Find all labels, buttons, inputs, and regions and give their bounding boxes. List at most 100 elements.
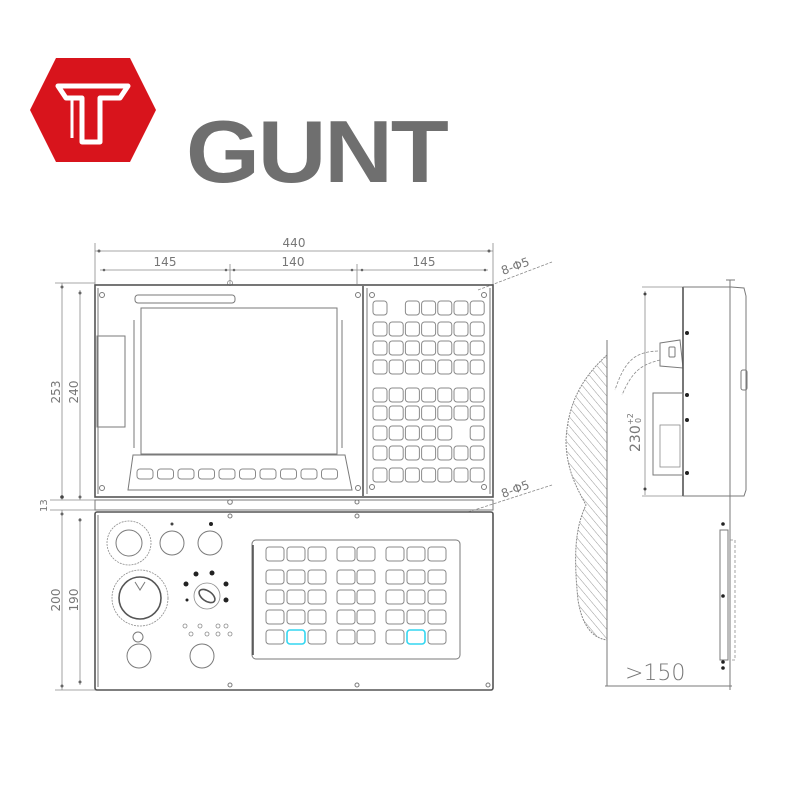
keypad-key (404, 321, 420, 337)
keypad-key (427, 629, 447, 645)
keypad-key (388, 467, 404, 483)
softkey-row (136, 468, 338, 480)
dim-depth: 230 +2 0 (626, 413, 644, 452)
keypad-key (453, 300, 469, 316)
keypad-key (286, 569, 306, 585)
cable (614, 350, 659, 391)
keypad-key (437, 359, 453, 375)
machine-keypad-frame (251, 539, 461, 660)
keypad-key (388, 445, 404, 461)
softkey (177, 468, 195, 480)
panel-separator (94, 499, 494, 511)
keypad-key (453, 445, 469, 461)
keypad-key (427, 609, 447, 625)
keypad-key (388, 359, 404, 375)
keypad-key (421, 467, 437, 483)
keypad-key (453, 387, 469, 403)
keypad-key (388, 387, 404, 403)
machine-keypad (265, 546, 447, 645)
keypad-key (404, 445, 420, 461)
keypad-key (406, 569, 426, 585)
keypad-key (307, 546, 327, 562)
lower-panel (94, 511, 494, 691)
softkey (259, 468, 277, 480)
keypad-key (265, 546, 285, 562)
keypad-key (265, 589, 285, 605)
keypad-key (469, 425, 485, 441)
keypad-key (421, 387, 437, 403)
keypad-key (385, 589, 405, 605)
keypad-key (427, 546, 447, 562)
keypad-key (469, 405, 485, 421)
keypad-key (453, 359, 469, 375)
connector-plug (659, 339, 684, 369)
keypad-key (388, 425, 404, 441)
keypad-key (385, 569, 405, 585)
keypad-key (421, 425, 437, 441)
hole-callout-lower: 8-Φ5 (467, 478, 553, 513)
keypad-key (469, 340, 485, 356)
softkey-strip (127, 454, 353, 491)
keypad-key (469, 387, 485, 403)
override-dial (111, 569, 169, 627)
keypad-key (307, 609, 327, 625)
keypad-key (372, 425, 388, 441)
keypad-key (437, 445, 453, 461)
lower-side-frame (719, 529, 729, 661)
keypad-key (453, 321, 469, 337)
keypad-key (437, 387, 453, 403)
keypad-key (265, 569, 285, 585)
keypad-key (372, 359, 388, 375)
dim-left-segment: 145 (154, 255, 177, 269)
svg-text:230: 230 (628, 425, 644, 452)
softkey (218, 468, 236, 480)
feed-hold-button (197, 530, 223, 556)
keypad-key (437, 467, 453, 483)
front-view: 440 145 140 145 8-Φ5 8-Φ5 (39, 236, 553, 691)
keypad-key (286, 609, 306, 625)
keypad-key (388, 321, 404, 337)
keypad-key (356, 629, 376, 645)
keypad-key (404, 467, 420, 483)
keypad-key (388, 340, 404, 356)
softkey (280, 468, 297, 480)
dim-gap: 13 (39, 499, 50, 512)
height-dimensions: 253 240 13 200 190 (39, 282, 98, 691)
keypad-key-highlighted (286, 629, 306, 645)
keypad-key (372, 445, 388, 461)
dim-lower-inner-height: 190 (67, 589, 81, 612)
keypad-key (286, 589, 306, 605)
svg-text:8-Φ5: 8-Φ5 (499, 255, 531, 278)
keypad-key (437, 340, 453, 356)
dim-overall-width: 440 (283, 236, 306, 250)
keypad-key (307, 629, 327, 645)
keypad-key (421, 359, 437, 375)
keypad-key (385, 546, 405, 562)
keypad-key (265, 629, 285, 645)
keypad-key (336, 546, 356, 562)
keypad-key (404, 387, 420, 403)
width-dimensions: 440 145 140 145 (94, 236, 494, 286)
keypad-key (372, 300, 388, 316)
keypad-key (356, 546, 376, 562)
keypad-key (356, 589, 376, 605)
dim-right-segment: 145 (413, 255, 436, 269)
softkey (321, 468, 338, 480)
mode-labels (182, 623, 233, 637)
keypad-key (437, 425, 453, 441)
keypad-key (372, 321, 388, 337)
upper-keypad (372, 300, 485, 483)
keypad-key (336, 629, 356, 645)
power-on-button (126, 643, 152, 669)
softkey (157, 468, 174, 480)
power-off-button (189, 643, 215, 669)
keypad-key (388, 405, 404, 421)
keypad-key (469, 321, 485, 337)
dim-upper-outer-height: 253 (49, 381, 63, 404)
keypad-key (404, 405, 420, 421)
side-module (652, 392, 684, 476)
keypad-key (427, 569, 447, 585)
keypad-key (437, 321, 453, 337)
keypad-key (372, 387, 388, 403)
power-symbol-icon (132, 631, 144, 643)
